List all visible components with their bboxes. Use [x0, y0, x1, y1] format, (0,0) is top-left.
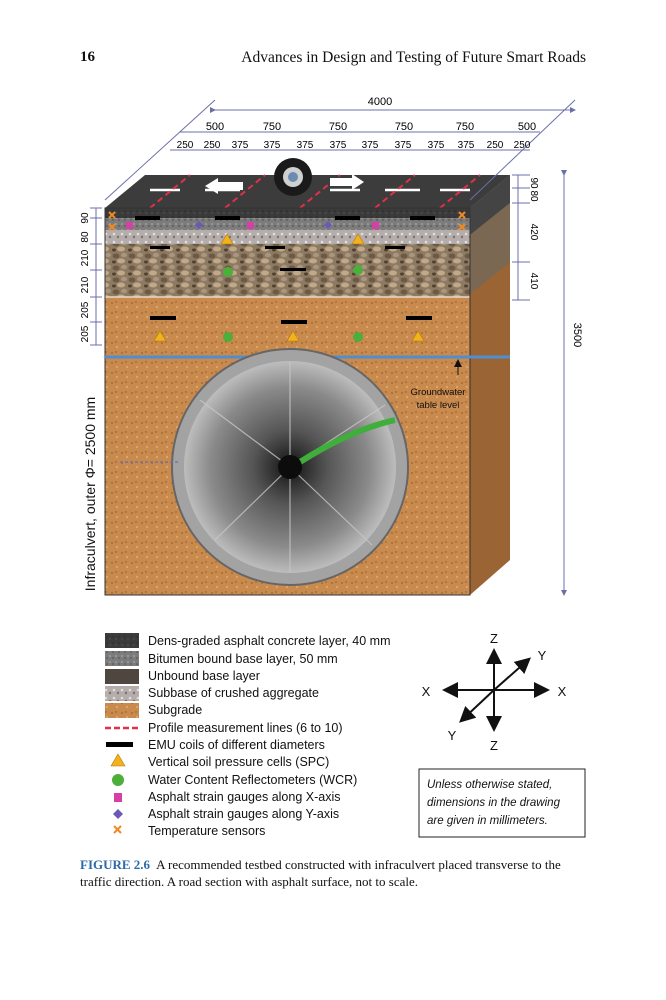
svg-text:375: 375 — [232, 140, 249, 151]
axis-diagram — [442, 648, 550, 732]
subgrade-swatch-icon — [105, 703, 139, 718]
dim-top-total: 4000 — [368, 96, 392, 108]
svg-text:X: X — [558, 684, 567, 699]
svg-text:205: 205 — [80, 325, 91, 342]
svg-text:Subbase of crushed aggregate: Subbase of crushed aggregate — [148, 686, 319, 700]
water-content-reflectometers — [223, 265, 363, 342]
svg-text:750: 750 — [329, 121, 347, 133]
svg-text:90: 90 — [528, 177, 539, 189]
svg-text:EMU coils of different diamete: EMU coils of different diameters — [148, 738, 325, 752]
svg-text:750: 750 — [263, 121, 281, 133]
road-surface — [105, 175, 510, 208]
svg-text:250: 250 — [514, 140, 531, 151]
subbase-layer — [105, 230, 470, 244]
strain-gauges-y — [195, 221, 332, 229]
black-bar-icon — [106, 742, 133, 747]
orange-cross-icon — [113, 825, 122, 834]
dim-row-2: 250 250 375 375 375 375 375 375 375 375 … — [177, 140, 531, 151]
dim-left: 90 80 210 210 205 205 — [80, 212, 91, 342]
running-title: Advances in Design and Testing of Future… — [241, 49, 586, 66]
svg-text:Bitumen bound base layer, 50 m: Bitumen bound base layer, 50 mm — [148, 652, 338, 666]
dim-row-1: 500 750 750 750 750 500 — [206, 121, 536, 133]
caption-label: FIGURE 2.6 — [80, 857, 151, 872]
svg-text:Profile measurement lines (6 t: Profile measurement lines (6 to 10) — [148, 721, 343, 735]
svg-text:80: 80 — [528, 190, 539, 202]
svg-text:Dens-graded asphalt concrete l: Dens-graded asphalt concrete layer, 40 m… — [148, 634, 391, 648]
svg-text:210: 210 — [80, 249, 91, 266]
svg-text:Unbound base layer: Unbound base layer — [148, 669, 260, 683]
legend-labels: Dens-graded asphalt concrete layer, 40 m… — [148, 634, 391, 838]
svg-text:Z: Z — [490, 631, 498, 646]
svg-text:dimensions in the drawing: dimensions in the drawing — [427, 797, 561, 809]
svg-text:750: 750 — [456, 121, 474, 133]
svg-text:Y: Y — [448, 728, 457, 743]
top-dimensions — [104, 99, 576, 201]
svg-text:210: 210 — [80, 276, 91, 293]
infraculvert-pipe — [171, 348, 409, 586]
page-number: 16 — [80, 49, 95, 65]
note-box — [418, 768, 586, 838]
soil-pressure-cells — [153, 233, 425, 342]
svg-text:500: 500 — [206, 121, 224, 133]
svg-text:500: 500 — [518, 121, 536, 133]
svg-text:375: 375 — [458, 140, 475, 151]
magenta-square-icon — [114, 793, 122, 802]
wheel-icon — [274, 158, 312, 196]
svg-text:Vertical soil pressure cells (: Vertical soil pressure cells (SPC) — [148, 755, 329, 769]
svg-text:205: 205 — [80, 301, 91, 318]
page-header: 16 Advances in Design and Testing of Fut… — [0, 0, 666, 80]
svg-text:90: 90 — [80, 212, 91, 224]
svg-text:80: 80 — [80, 231, 91, 243]
svg-text:410: 410 — [528, 273, 539, 290]
bitumen-swatch-icon — [105, 651, 139, 666]
purple-diamond-icon — [113, 809, 123, 819]
svg-text:Water Content Reflectometers (: Water Content Reflectometers (WCR) — [148, 773, 357, 787]
subbase-swatch-icon — [105, 686, 139, 701]
svg-text:375: 375 — [428, 140, 445, 151]
caption-text: A recommended testbed constructed with i… — [80, 857, 561, 889]
green-circle-icon — [112, 774, 124, 786]
svg-text:Unless otherwise stated,: Unless otherwise stated, — [427, 779, 552, 791]
traffic-arrow-left-icon — [205, 178, 243, 194]
svg-text:750: 750 — [395, 121, 413, 133]
svg-text:375: 375 — [362, 140, 379, 151]
legend — [105, 633, 139, 834]
asphalt-layer — [105, 208, 470, 218]
traffic-arrow-right-icon — [330, 174, 364, 190]
dim-right: 90 80 420 410 3500 — [528, 177, 583, 347]
groundwater-label: Groundwater — [411, 387, 466, 398]
svg-text:420: 420 — [528, 224, 539, 241]
svg-text:250: 250 — [204, 140, 221, 151]
yellow-triangle-icon — [110, 753, 126, 767]
svg-text:375: 375 — [395, 140, 412, 151]
asphalt-swatch-icon — [105, 633, 139, 648]
svg-text:375: 375 — [264, 140, 281, 151]
svg-text:Z: Z — [490, 738, 498, 753]
groundwater-label-2: table level — [417, 400, 460, 411]
emu-coils — [135, 216, 435, 324]
note-text: Unless otherwise stated, dimensions in t… — [427, 779, 561, 827]
svg-text:250: 250 — [177, 140, 194, 151]
svg-text:Temperature sensors: Temperature sensors — [148, 824, 265, 838]
axis-labels: Z Y X X Y Z — [422, 631, 567, 753]
svg-text:250: 250 — [487, 140, 504, 151]
svg-text:Asphalt strain gauges along Y-: Asphalt strain gauges along Y-axis — [148, 807, 339, 821]
svg-text:Y: Y — [538, 648, 547, 663]
temperature-sensors — [108, 211, 466, 231]
svg-text:X: X — [422, 684, 431, 699]
svg-text:Subgrade: Subgrade — [148, 703, 202, 717]
svg-text:Asphalt strain gauges along X-: Asphalt strain gauges along X-axis — [148, 790, 340, 804]
svg-text:375: 375 — [330, 140, 347, 151]
unbound-swatch-icon — [105, 669, 139, 684]
svg-text:3500: 3500 — [571, 323, 583, 347]
svg-text:375: 375 — [297, 140, 314, 151]
strain-gauges-x — [126, 222, 379, 229]
svg-text:are given in millimeters.: are given in millimeters. — [427, 815, 548, 827]
infraculvert-label: Infraculvert, outer Φ= 2500 mm — [82, 397, 98, 591]
